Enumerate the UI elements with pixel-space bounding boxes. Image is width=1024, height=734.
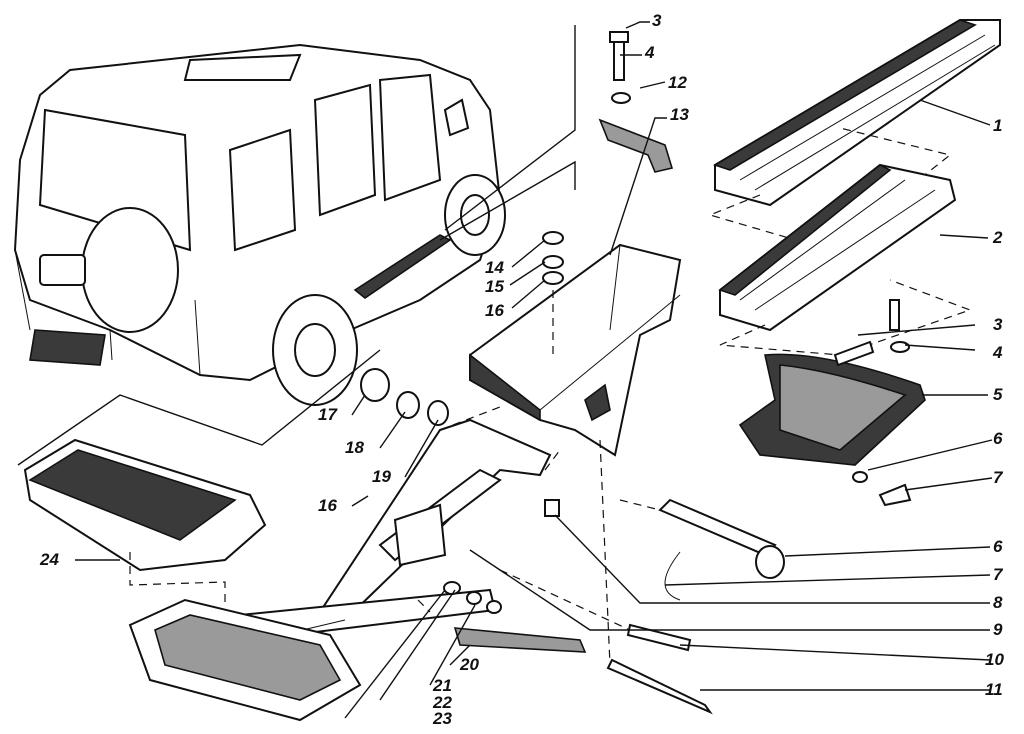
dashed-outline-1 — [708, 127, 952, 251]
step-plate-2 — [718, 163, 957, 332]
callout-11: 11 — [985, 680, 1003, 699]
mud-guard-5 — [738, 353, 926, 466]
bolt-3-top — [609, 31, 631, 104]
callout-17: 17 — [318, 405, 337, 424]
nut-stack-14-16 — [542, 231, 564, 355]
dashed-outline-24 — [129, 552, 226, 605]
callout-23: 23 — [433, 709, 452, 728]
callout-9: 9 — [993, 620, 1003, 639]
leader-lines — [75, 21, 993, 719]
callout-24: 24 — [40, 550, 59, 569]
bracket-13 — [469, 243, 682, 457]
callout-20: 20 — [460, 655, 479, 674]
callout-16-lower: 16 — [318, 496, 337, 515]
callout-6-lower: 6 — [993, 537, 1003, 556]
callout-4-right: 4 — [993, 343, 1003, 362]
hardware-17-19 — [360, 368, 449, 426]
callout-7-right: 7 — [993, 468, 1003, 487]
callout-16-top: 16 — [485, 301, 504, 320]
callout-6-right: 6 — [993, 429, 1003, 448]
callout-4-top: 4 — [645, 43, 655, 62]
callout-5: 5 — [993, 385, 1003, 404]
callout-22: 22 — [433, 693, 452, 712]
pedal-pad-23 — [128, 598, 362, 722]
callout-21: 21 — [433, 676, 452, 695]
callout-15: 15 — [485, 277, 504, 296]
callout-13: 13 — [670, 105, 689, 124]
step-plate-1 — [713, 19, 1001, 207]
callout-7-lower: 7 — [993, 565, 1003, 584]
callout-10: 10 — [985, 650, 1004, 669]
vehicle-leaders — [17, 25, 576, 466]
callout-1: 1 — [993, 116, 1003, 135]
callout-2: 2 — [993, 228, 1003, 247]
callout-14: 14 — [485, 258, 504, 277]
bolts-3-4-right — [833, 299, 912, 507]
callout-8: 8 — [993, 593, 1003, 612]
callout-19: 19 — [372, 467, 391, 486]
callout-3-right: 3 — [993, 315, 1003, 334]
hardware-20-22 — [443, 581, 587, 653]
clip-12 — [598, 118, 674, 173]
pins-6-7 — [544, 498, 785, 715]
callout-3-top: 3 — [652, 11, 662, 30]
callout-12: 12 — [668, 73, 687, 92]
step-pad-24 — [23, 438, 267, 572]
step-lever — [238, 418, 552, 642]
callout-18: 18 — [345, 438, 364, 457]
vehicle-illustration — [13, 43, 506, 406]
